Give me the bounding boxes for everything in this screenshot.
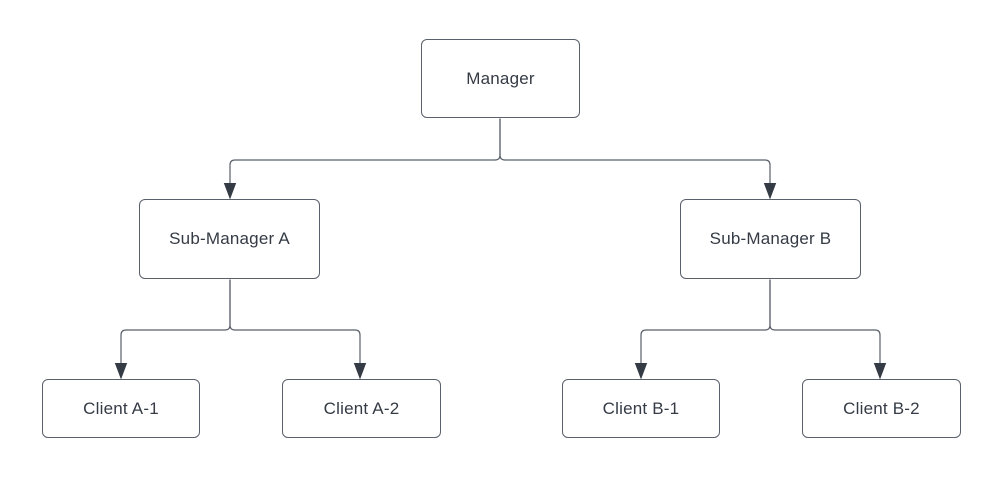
- edge-sub-manager-a-to-client-a-2: [229, 279, 361, 363]
- node-sub-manager-a[interactable]: Sub-Manager A: [139, 199, 320, 279]
- edge-sub-manager-a-to-client-a-1: [120, 279, 231, 363]
- edge-sub-manager-b-to-client-b-2: [769, 279, 881, 363]
- edge-sub-manager-b-to-client-b-1: [640, 279, 771, 363]
- node-client-b-1-label: Client B-1: [602, 398, 680, 418]
- edge-manager-to-sub-manager-a: [229, 118, 501, 183]
- node-sub-manager-b[interactable]: Sub-Manager B: [680, 199, 861, 279]
- node-manager-label: Manager: [466, 68, 535, 88]
- arrowhead-client-b-1: [634, 363, 648, 380]
- node-sub-manager-b-label: Sub-Manager B: [709, 229, 832, 248]
- node-manager[interactable]: Manager: [421, 39, 580, 118]
- arrowhead-sub-manager-a: [223, 183, 237, 200]
- arrowhead-sub-manager-b: [763, 183, 777, 200]
- arrowhead-client-a-1: [114, 363, 128, 380]
- arrowhead-client-a-2: [353, 363, 367, 380]
- node-client-b-2-label: Client B-2: [843, 398, 920, 418]
- arrowhead-client-b-2: [873, 363, 887, 380]
- node-client-b-1[interactable]: Client B-1: [562, 379, 720, 438]
- node-client-a-1[interactable]: Client A-1: [42, 379, 200, 438]
- node-client-b-2[interactable]: Client B-2: [802, 379, 961, 438]
- edge-manager-to-sub-manager-b: [499, 118, 771, 183]
- node-client-a-2[interactable]: Client A-2: [282, 379, 441, 438]
- node-sub-manager-a-label: Sub-Manager A: [169, 229, 290, 248]
- node-client-a-1-label: Client A-1: [83, 398, 159, 418]
- node-client-a-2-label: Client A-2: [323, 398, 400, 418]
